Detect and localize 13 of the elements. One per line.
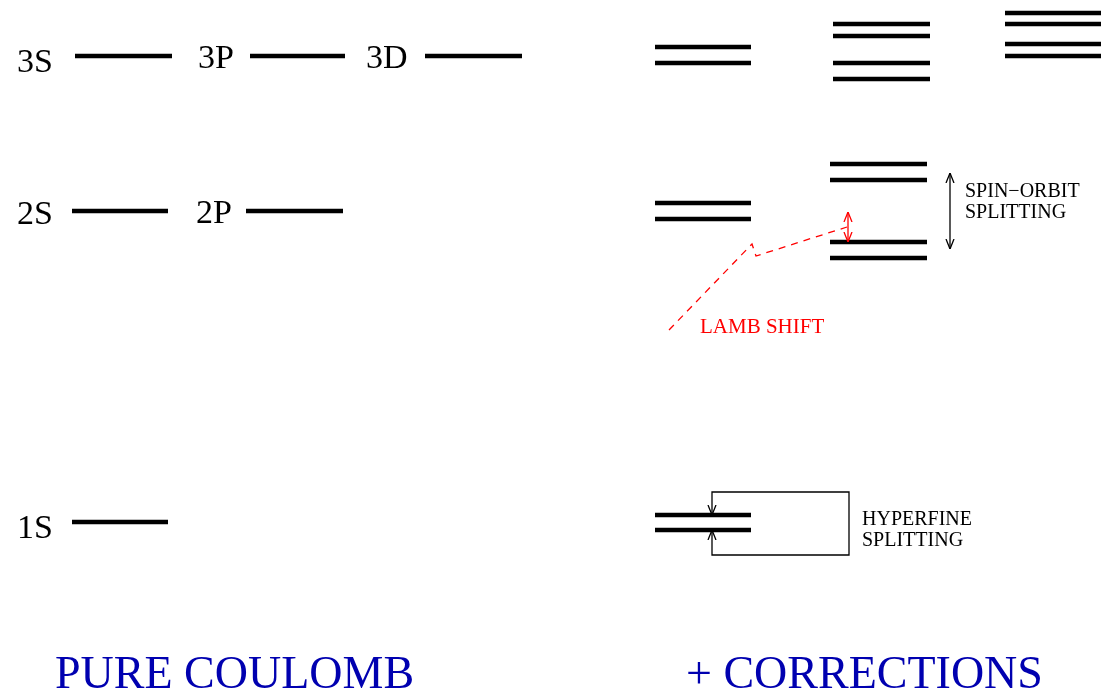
callout-text: LAMB SHIFT	[668, 316, 825, 351]
level-label: 1S	[17, 510, 53, 544]
leader-line	[668, 226, 848, 331]
level-label: 3P	[198, 40, 234, 74]
annotation-text: HYPERFINE SPLITTING	[862, 508, 973, 550]
column-heading: + CORRECTIONS	[686, 650, 1043, 696]
double-arrow	[843, 211, 853, 243]
level-label: 3S	[17, 44, 53, 78]
level-label: 2S	[17, 196, 53, 230]
level-label: 2P	[196, 195, 232, 229]
level-label: 3D	[366, 40, 408, 74]
column-heading: PURE COULOMB	[55, 650, 415, 696]
annotation-text: SPIN−ORBIT SPLITTING	[965, 180, 1081, 222]
